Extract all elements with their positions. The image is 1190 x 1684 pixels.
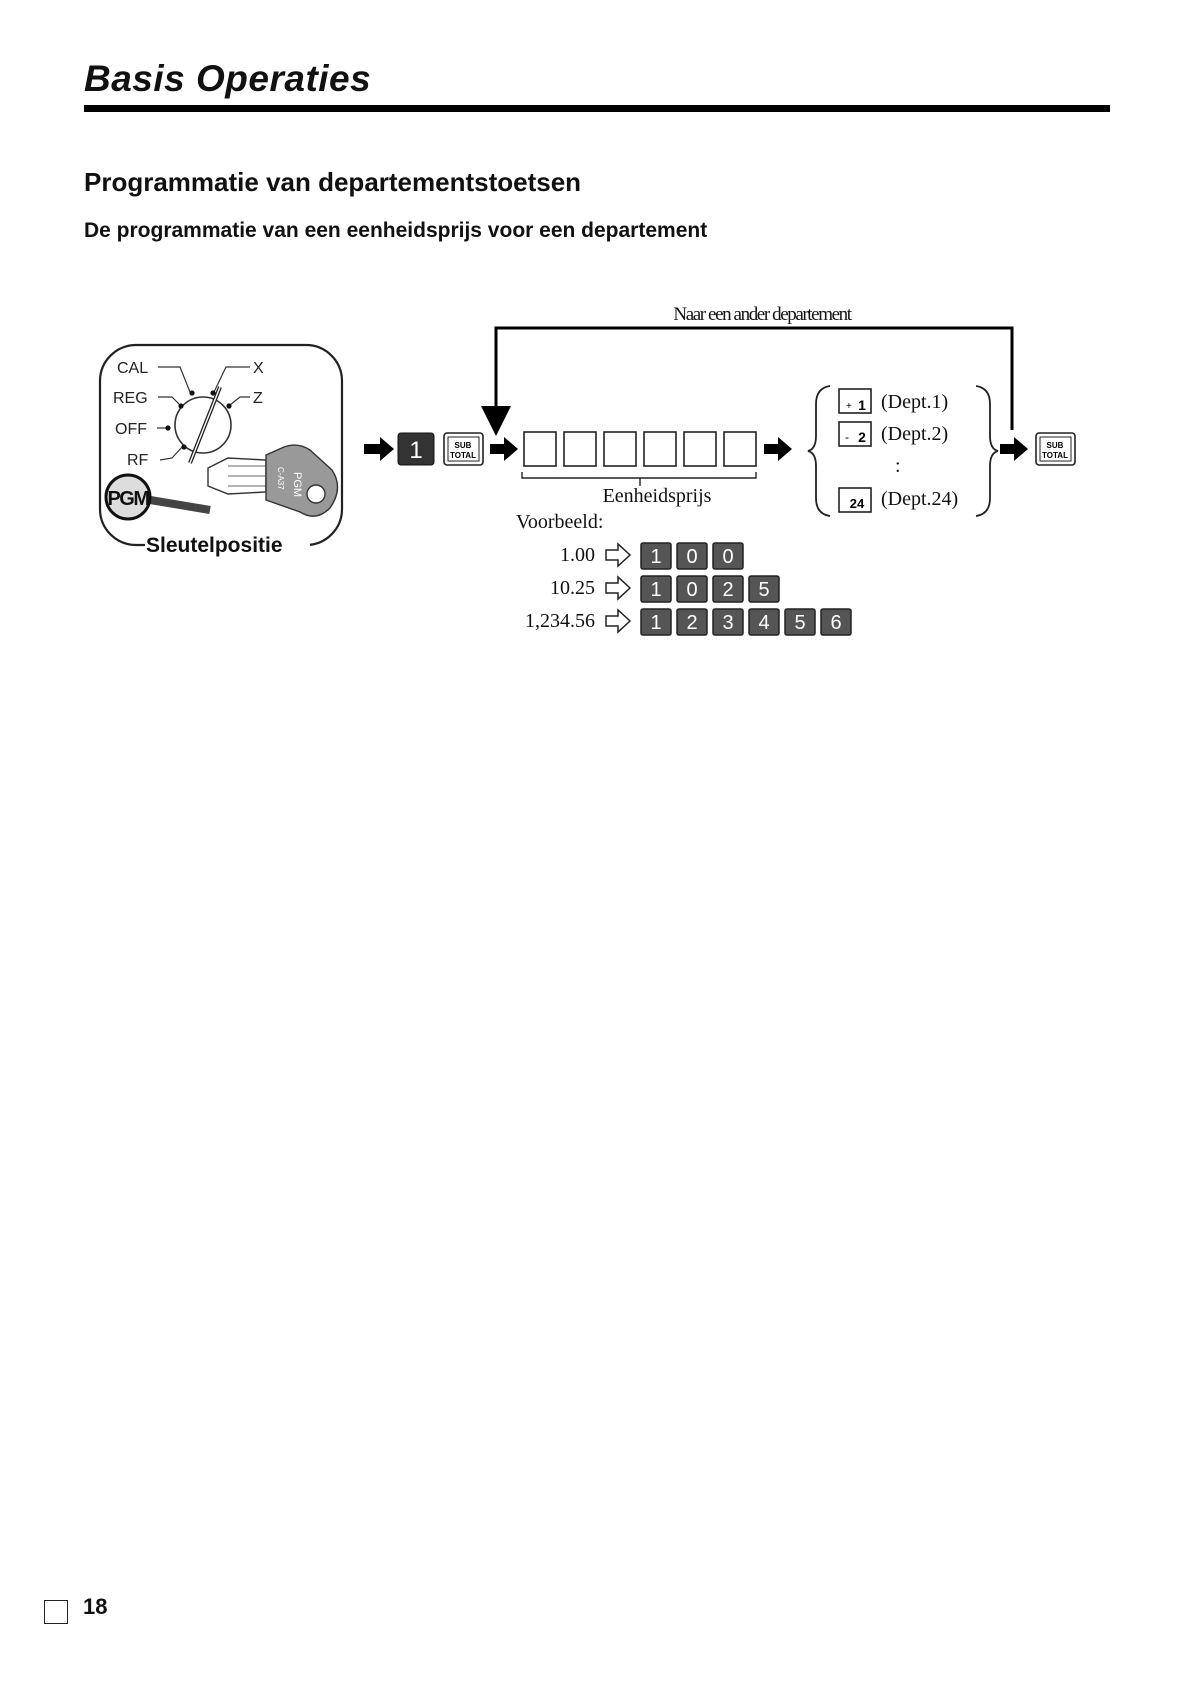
arrow-right-icon	[764, 437, 792, 461]
right-brace	[975, 385, 999, 517]
operation-diagram: Sleutelpositie CAL REG OFF RF X Z PGM	[98, 304, 1076, 636]
arrow-right-icon	[364, 437, 394, 461]
example-keys: 1 0 2 5	[640, 575, 780, 603]
subtotal-key-final: SUB TOTAL	[1035, 432, 1076, 466]
dept-2-key: - 2	[838, 421, 872, 447]
svg-text:+: +	[846, 401, 852, 412]
left-brace	[807, 385, 831, 517]
price-bracket	[521, 472, 757, 486]
pgm-selected-badge	[104, 473, 152, 521]
dept-2-label: (Dept.2)	[881, 423, 948, 445]
page-title: Basis Operaties	[84, 58, 372, 99]
key-1: 1	[397, 432, 435, 466]
svg-text:0: 0	[686, 546, 697, 568]
position-rf: RF	[127, 452, 149, 469]
dept-1-label: (Dept.1)	[881, 391, 948, 413]
example-keys: 1 2 3 4 5 6	[640, 608, 852, 636]
key-code-text: C-A37	[276, 467, 285, 490]
example-value: 1,234.56	[525, 610, 595, 632]
position-x: X	[253, 360, 264, 377]
svg-text:2: 2	[686, 612, 697, 634]
svg-text:1: 1	[409, 437, 422, 464]
dial-icon	[174, 396, 232, 454]
dept-24-key: 24	[838, 487, 872, 513]
position-z: Z	[253, 390, 263, 407]
page-number: 18	[83, 1594, 108, 1619]
subtotal-key: SUB TOTAL	[443, 432, 484, 466]
dept-ellipsis: :	[895, 455, 901, 477]
examples-label: Voorbeeld:	[516, 511, 603, 533]
pgm-selected-label: PGM	[107, 488, 149, 510]
arrow-right-icon	[1000, 437, 1028, 461]
svg-text:-: -	[845, 430, 849, 444]
svg-text:SUB: SUB	[455, 441, 472, 450]
svg-text:2: 2	[858, 429, 866, 445]
svg-text:5: 5	[794, 612, 805, 634]
title-rule	[84, 105, 1110, 112]
key-switch-illustration: Sleutelpositie CAL REG OFF RF X Z PGM	[98, 343, 344, 558]
svg-text:5: 5	[758, 579, 769, 601]
dept-24-label: (Dept.24)	[881, 488, 958, 510]
page-marker-box	[44, 1600, 68, 1624]
svg-text:0: 0	[722, 546, 733, 568]
example-value: 1.00	[560, 544, 595, 566]
svg-text:3: 3	[722, 612, 733, 634]
position-off: OFF	[115, 421, 147, 438]
svg-text:TOTAL: TOTAL	[450, 451, 476, 460]
svg-text:1: 1	[650, 612, 661, 634]
example-keys: 1 0 0	[640, 542, 744, 570]
arrow-right-icon	[490, 437, 518, 461]
svg-text:TOTAL: TOTAL	[1042, 451, 1068, 460]
svg-text:0: 0	[686, 579, 697, 601]
price-label: Eenheidsprijs	[603, 485, 712, 507]
section-title: Programmatie van departementstoetsen	[84, 167, 582, 197]
key-switch-caption: Sleutelpositie	[146, 534, 283, 557]
hollow-arrow-icon	[605, 542, 632, 568]
price-input-boxes	[523, 431, 757, 467]
svg-text:4: 4	[758, 612, 769, 634]
hollow-arrow-icon	[605, 608, 632, 634]
svg-text:1: 1	[650, 546, 661, 568]
hollow-arrow-icon	[605, 575, 632, 601]
example-value: 10.25	[550, 577, 595, 599]
svg-text:1: 1	[858, 397, 866, 413]
subsection-title: De programmatie van een eenheidsprijs vo…	[84, 219, 708, 242]
svg-text:6: 6	[830, 612, 841, 634]
svg-text:1: 1	[650, 579, 661, 601]
svg-text:SUB: SUB	[1047, 441, 1064, 450]
loop-label: Naar een ander departement	[673, 304, 852, 325]
svg-text:2: 2	[722, 579, 733, 601]
loop-back-line	[481, 326, 1014, 436]
dept-1-key: + 1	[838, 388, 872, 414]
position-reg: REG	[113, 390, 148, 407]
position-cal: CAL	[117, 360, 148, 377]
svg-text:24: 24	[850, 496, 865, 511]
pgm-key-icon: PGM C-A37	[207, 444, 339, 517]
key-brand-text: PGM	[291, 472, 303, 497]
